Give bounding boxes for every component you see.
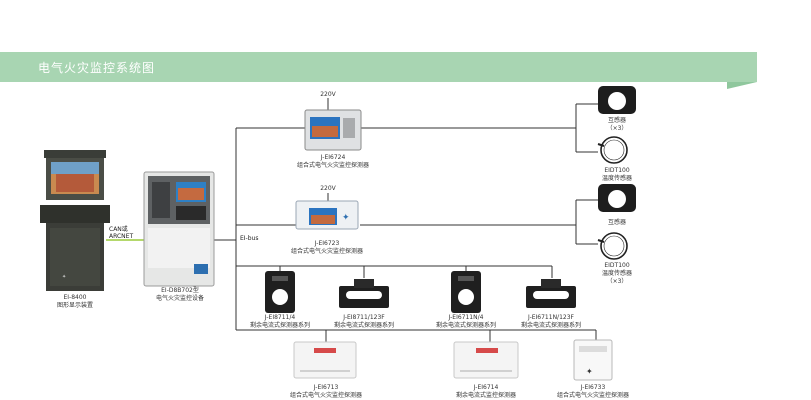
bus-label: EI-bus: [240, 235, 259, 242]
bottom-detector-icon-3: ✦: [573, 339, 613, 381]
bottom3-model: J-EI6733: [580, 384, 606, 391]
temperature-sensor-icon-2: [597, 232, 628, 260]
power-label-top: 220V: [320, 91, 336, 98]
graphic-display-device: ✦: [40, 150, 110, 291]
monitor1-name: 组合式电气火灾监控探测器: [296, 162, 370, 169]
residual3-name: 剩余电流式探测器系列: [435, 322, 497, 329]
group2-temp-model: EIDT100: [604, 262, 630, 269]
bottom2-name: 剩余电流式监控探测器: [455, 392, 517, 399]
svg-text:✦: ✦: [62, 274, 66, 280]
residual1-name: 剩余电流式探测器系列: [249, 322, 311, 329]
residual-detector-icon-1: [265, 271, 295, 313]
power-label-mid: 220V: [320, 185, 336, 192]
monitor1-model: J-EI6724: [320, 154, 346, 161]
residual-detector-icon-4: [526, 279, 576, 308]
banner-tail: [727, 82, 757, 89]
residual2-name: 剩余电流式探测器系列: [333, 322, 395, 329]
svg-text:✦: ✦: [342, 213, 350, 223]
panel-name: 电气火灾监控设备: [155, 295, 205, 302]
group1-transformer-qty: （×3）: [606, 125, 628, 132]
panel-model: EI-D8B702型: [161, 287, 199, 294]
group1-temp-name: 温度传感器: [601, 175, 633, 182]
residual-detector-icon-3: [451, 271, 481, 313]
transformer-icon-2: [598, 184, 636, 212]
residual4-name: 剩余电流式探测器系列: [520, 322, 582, 329]
fire-monitoring-panel: [143, 171, 215, 287]
group1-temp-model: EIDT100: [604, 167, 630, 174]
link-label-2: ARCNET: [109, 233, 134, 240]
monitor2-model: J-EI6723: [314, 240, 340, 247]
bottom1-name: 组合式电气火灾监控探测器: [289, 392, 363, 399]
title-banner: [0, 52, 757, 82]
residual2-model: J-EI8711/123F: [343, 314, 385, 321]
residual-detector-icon-2: [339, 279, 389, 308]
monitor2-name: 组合式电气火灾监控探测器: [290, 248, 364, 255]
residual1-model: J-EI8711/4: [264, 314, 296, 321]
monitor-device-1: [304, 109, 362, 151]
diagram-title: 电气火灾监控系统图: [38, 61, 156, 75]
transformer-icon-1: [598, 86, 636, 114]
bottom3-name: 组合式电气火灾监控探测器: [556, 392, 630, 399]
monitor-device-2: ✦: [295, 200, 359, 230]
residual4-model: J-EI6711N/123F: [528, 314, 574, 321]
svg-text:✦: ✦: [586, 367, 593, 376]
bottom-detector-icon-2: [453, 341, 519, 379]
display-model: EI-8400: [63, 294, 87, 301]
temperature-sensor-icon-1: [597, 136, 628, 164]
display-name: 图形显示装置: [56, 302, 94, 309]
link-label-1: CAN或: [109, 226, 128, 233]
bottom1-model: J-EI6713: [313, 384, 339, 391]
group2-temp-qty: （×3）: [606, 278, 628, 285]
bottom2-model: J-EI6714: [473, 384, 499, 391]
bottom-detector-icon-1: [293, 341, 357, 379]
group2-transformer: 互感器: [607, 219, 627, 226]
residual3-model: J-EI6711N/4: [448, 314, 484, 321]
group2-temp-name: 温度传感器: [601, 270, 633, 277]
group1-transformer: 互感器: [607, 117, 627, 124]
